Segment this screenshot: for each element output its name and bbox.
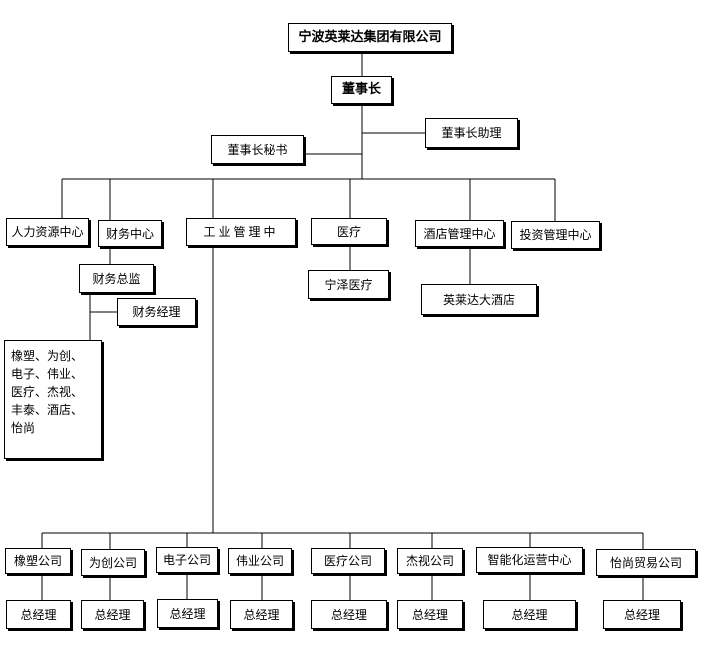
- dept-investment-box: 投资管理中心: [511, 221, 600, 249]
- company-box-yiliao: 医疗公司: [311, 548, 385, 574]
- gm-box-xiangsu: 总经理: [6, 600, 71, 629]
- finance-director-box: 财务总监: [79, 264, 154, 293]
- company-box: 宁波英莱达集团有限公司: [288, 23, 452, 52]
- company-box-dianzi: 电子公司: [156, 547, 218, 573]
- company-box-weichuang: 为创公司: [81, 549, 145, 576]
- company-box-weiye: 伟业公司: [228, 548, 292, 574]
- chairman-secretary-box: 董事长秘书: [211, 135, 304, 164]
- company-box-yishang: 怡尚贸易公司: [596, 549, 696, 576]
- finance-scope-box: 橡塑、为创、 电子、伟业、 医疗、杰视、 丰泰、酒店、 怡尚: [4, 340, 102, 459]
- gm-box-weiye: 总经理: [230, 600, 293, 629]
- gm-box-weichuang: 总经理: [81, 600, 144, 629]
- company-box-zhineng: 智能化运营中心: [476, 547, 583, 573]
- gm-box-yishang: 总经理: [603, 600, 681, 629]
- chairman-box: 董事长: [331, 76, 392, 104]
- dept-finance-box: 财务中心: [98, 220, 162, 247]
- chairman-assistant-box: 董事长助理: [425, 118, 518, 148]
- dept-medical-box: 医疗: [311, 218, 387, 245]
- yinglaida-hotel-box: 英莱达大酒店: [421, 284, 537, 315]
- dept-hotel-mgmt-box: 酒店管理中心: [415, 220, 504, 247]
- ningze-medical-box: 宁泽医疗: [308, 270, 389, 299]
- gm-box-zhineng: 总经理: [483, 600, 576, 629]
- dept-industry-box: 工业管理中: [186, 218, 296, 246]
- company-box-xiangsu: 橡塑公司: [5, 548, 71, 574]
- gm-box-dianzi: 总经理: [157, 599, 218, 628]
- gm-box-yiliao: 总经理: [311, 600, 387, 629]
- finance-manager-box: 财务经理: [117, 298, 196, 326]
- dept-hr-box: 人力资源中心: [6, 218, 89, 246]
- gm-box-jieshi: 总经理: [397, 600, 463, 629]
- company-box-jieshi: 杰视公司: [397, 548, 463, 574]
